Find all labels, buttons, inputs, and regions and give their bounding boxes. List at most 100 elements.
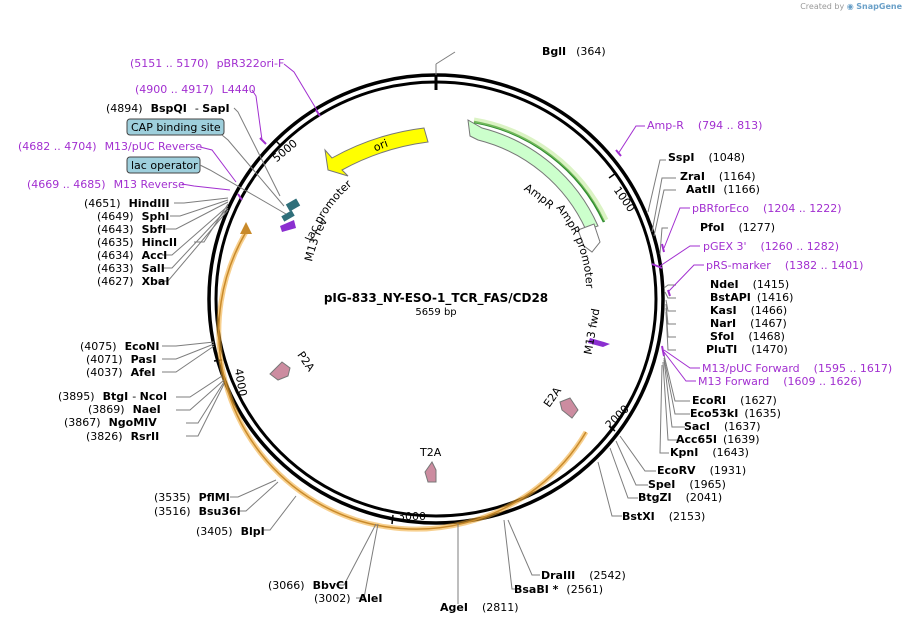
site-name: ZraI bbox=[680, 170, 705, 183]
svg-text:SacI(1637): SacI(1637) bbox=[684, 420, 761, 433]
svg-text:(4669 .. 4685)M13 Reverse: (4669 .. 4685)M13 Reverse bbox=[27, 178, 185, 191]
site-name: BstXI bbox=[622, 510, 655, 523]
primer-name: pGEX 3' bbox=[703, 240, 747, 253]
credit-brand: SnapGene bbox=[856, 2, 902, 11]
primer-range: (4682 .. 4704) bbox=[18, 140, 97, 153]
svg-text:(4037)AfeI: (4037)AfeI bbox=[86, 366, 155, 379]
site-pos: (4894) bbox=[106, 102, 143, 115]
site-pos: (1164) bbox=[719, 170, 756, 183]
snapgene-logo: ◉ bbox=[846, 2, 854, 11]
site-pos: (1643) bbox=[712, 446, 749, 459]
site-name: SalI bbox=[142, 262, 165, 275]
site-name: KasI bbox=[710, 304, 737, 317]
cds-arrowhead bbox=[240, 222, 252, 234]
svg-text:ZraI(1164): ZraI (1164) bbox=[680, 170, 756, 183]
svg-text:(4633)SalI: (4633)SalI bbox=[97, 262, 165, 275]
site-name: BlpI bbox=[241, 525, 265, 538]
primer-name: pBRforEco bbox=[692, 202, 749, 215]
site-pos: (1416) bbox=[757, 291, 794, 304]
site-pos: (4635) bbox=[97, 236, 134, 249]
m13-rev-feature bbox=[280, 220, 296, 232]
site-name: AfeI bbox=[131, 366, 156, 379]
tick-1000: 1000 bbox=[608, 172, 637, 215]
svg-text:AgeI(2811): AgeI(2811) bbox=[440, 601, 519, 614]
svg-text:SspI(1048): SspI(1048) bbox=[668, 151, 745, 164]
site-name: BtgI bbox=[103, 390, 129, 403]
site-name: EcoNI bbox=[125, 340, 160, 353]
svg-text:M13 Forward(1609 .. 1626): M13 Forward(1609 .. 1626) bbox=[698, 375, 862, 388]
site-name: AgeI bbox=[440, 601, 468, 614]
site-name: NdeI bbox=[710, 278, 739, 291]
primer-name: M13 Reverse bbox=[114, 178, 185, 191]
svg-text:(3895)BtgI- NcoI: (3895)BtgI- NcoI bbox=[58, 390, 167, 403]
svg-text:pBRforEco(1204 .. 1222): pBRforEco(1204 .. 1222) bbox=[692, 202, 842, 215]
t2a-label: T2A bbox=[419, 446, 442, 459]
svg-text:SpeI(1965): SpeI (1965) bbox=[648, 478, 726, 491]
site-pos: (1639) bbox=[723, 433, 760, 446]
site-name: HindIII bbox=[129, 197, 170, 210]
svg-text:(3869)NaeI: (3869)NaeI bbox=[88, 403, 161, 416]
svg-text:BsaBI *(2561): BsaBI *(2561) bbox=[514, 583, 603, 596]
svg-text:(3826)RsrII: (3826)RsrII bbox=[86, 430, 159, 443]
svg-text:(4634)AccI: (4634) AccI bbox=[97, 249, 167, 262]
svg-text:(3535)PflMI: (3535)PflMI bbox=[154, 491, 230, 504]
svg-text:NarI(1467): NarI(1467) bbox=[710, 317, 787, 330]
svg-text:(4894)BspQI- SapI: (4894)BspQI- SapI bbox=[106, 102, 230, 115]
site-name: SphI bbox=[142, 210, 170, 223]
site-pos: (1627) bbox=[740, 394, 777, 407]
primer-range: (1609 .. 1626) bbox=[783, 375, 862, 388]
svg-text:BtgZI(2041): BtgZI(2041) bbox=[638, 491, 722, 504]
site-pos: (2041) bbox=[686, 491, 723, 504]
site-pos: (1277) bbox=[739, 221, 776, 234]
site-pos: (3826) bbox=[86, 430, 123, 443]
svg-text:(5151 .. 5170)pBR322ori-F: (5151 .. 5170)pBR322ori-F bbox=[130, 57, 284, 70]
site-pos: (1048) bbox=[708, 151, 745, 164]
site-pos: (4627) bbox=[97, 275, 134, 288]
ori-feature bbox=[324, 127, 429, 177]
m13-fwd-feature bbox=[588, 338, 610, 347]
svg-text:(4635)HincII: (4635)HincII bbox=[97, 236, 177, 249]
site-pos: (1470) bbox=[751, 343, 788, 356]
site-name: BstAPI bbox=[710, 291, 751, 304]
site-labels: BglI(364) SspI(1048) ZraI(1164) AatII(11… bbox=[58, 45, 793, 614]
site-name: XbaI bbox=[142, 275, 170, 288]
svg-text:(3002)AleI: (3002)AleI bbox=[314, 592, 382, 605]
site-pos: (4634) bbox=[97, 249, 134, 262]
site-pos: (1965) bbox=[689, 478, 726, 491]
lac-operator-label: lac operator bbox=[131, 159, 198, 172]
svg-text:pRS-marker(1382 .. 1401): pRS-marker(1382 .. 1401) bbox=[706, 259, 863, 272]
site-name: SpeI bbox=[648, 478, 675, 491]
site-name: BglI bbox=[542, 45, 566, 58]
site-pos: (3002) bbox=[314, 592, 351, 605]
site-name: Bsu36I bbox=[199, 505, 241, 518]
site-name: SacI bbox=[684, 420, 710, 433]
site-pos: (1467) bbox=[750, 317, 787, 330]
site-name: DraIII bbox=[541, 569, 575, 582]
site-pos: (2542) bbox=[589, 569, 626, 582]
svg-text:pGEX 3'(1260 .. 1282): pGEX 3'(1260 .. 1282) bbox=[703, 240, 839, 253]
site-name: PluTI bbox=[706, 343, 737, 356]
svg-text:(3867)NgoMIV: (3867)NgoMIV bbox=[64, 416, 157, 429]
primer-name: L4440 bbox=[222, 83, 256, 96]
svg-text:NdeI(1415): NdeI(1415) bbox=[710, 278, 789, 291]
site-pos: (3066) bbox=[268, 579, 305, 592]
p2a-arrow bbox=[269, 361, 291, 381]
site-name: SapI bbox=[202, 102, 229, 115]
svg-text:(3066)BbvCI: (3066) BbvCI bbox=[268, 579, 348, 592]
svg-text:PfoI(1277): PfoI(1277) bbox=[700, 221, 775, 234]
site-pos: (4643) bbox=[97, 223, 134, 236]
site-name: BbvCI bbox=[313, 579, 349, 592]
site-name: AccI bbox=[142, 249, 168, 262]
site-pos: (1931) bbox=[710, 464, 747, 477]
svg-text:Acc65I(1639): Acc65I(1639) bbox=[676, 433, 760, 446]
site-pos: (4651) bbox=[84, 197, 121, 210]
primer-range: (4900 .. 4917) bbox=[135, 83, 214, 96]
svg-text:(4071)PasI: (4071)PasI bbox=[86, 353, 156, 366]
svg-text:(3516)Bsu36I: (3516)Bsu36I bbox=[154, 505, 241, 518]
primer-range: (794 .. 813) bbox=[698, 119, 763, 132]
site-name: BsaBI * bbox=[514, 583, 559, 596]
t2a-arrow bbox=[424, 461, 437, 483]
svg-text:(4649)SphI: (4649)SphI bbox=[97, 210, 169, 223]
svg-text:(4627)XbaI: (4627) XbaI bbox=[97, 275, 169, 288]
